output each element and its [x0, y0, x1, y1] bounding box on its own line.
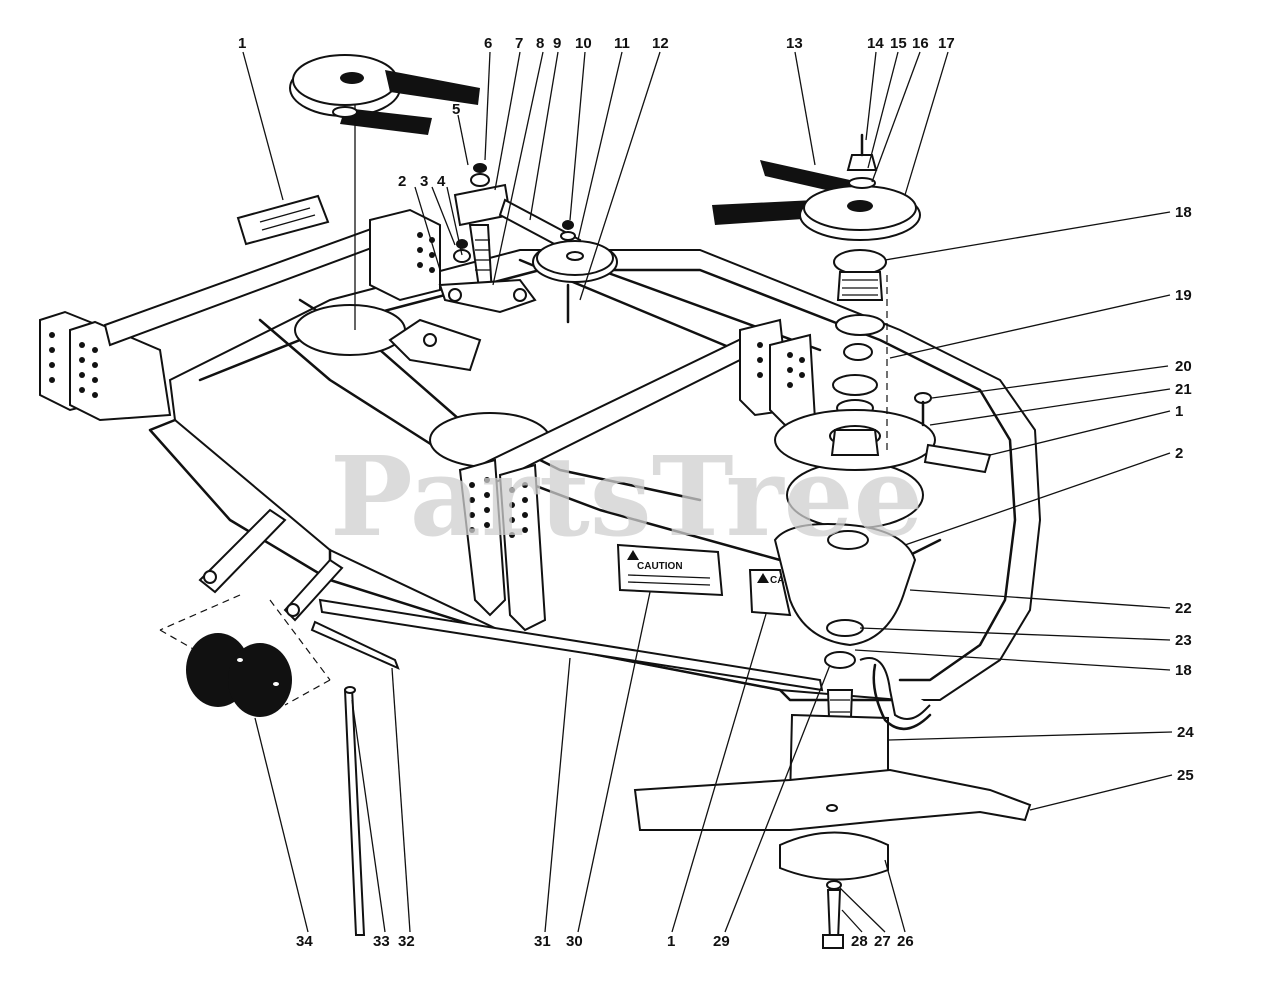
callout-1-top-left: 1	[238, 35, 246, 52]
callout-2-upper: 2	[398, 173, 406, 190]
callout-15: 15	[890, 35, 907, 52]
callout-17: 17	[938, 35, 955, 52]
callout-labels: 1 6 7 8 9 10 11 12 5 2 3 4 13 14 15 16 1…	[238, 35, 1194, 950]
callout-33: 33	[373, 933, 390, 950]
callout-2-right: 2	[1175, 445, 1183, 462]
caution-decal-upper	[236, 194, 330, 246]
callout-5: 5	[452, 101, 460, 118]
callout-32: 32	[398, 933, 415, 950]
callout-8: 8	[536, 35, 544, 52]
callout-22: 22	[1175, 600, 1192, 617]
callout-23: 23	[1175, 632, 1192, 649]
callout-13: 13	[786, 35, 803, 52]
right-spindle-assembly	[633, 133, 1032, 949]
callout-25: 25	[1177, 767, 1194, 784]
callout-16: 16	[912, 35, 929, 52]
callout-12: 12	[652, 35, 669, 52]
leader-lines	[242, 51, 1173, 933]
callout-27: 27	[874, 933, 891, 950]
front-cross-bar	[103, 208, 441, 347]
caution-decal-right	[923, 443, 992, 474]
callout-6: 6	[484, 35, 492, 52]
caution-decal-front-right	[748, 569, 792, 617]
deck-mount-plate	[388, 318, 482, 372]
callout-18-lower: 18	[1175, 662, 1192, 679]
decal-caution-text-2: CA	[770, 575, 784, 586]
callout-24: 24	[1177, 724, 1194, 741]
callout-21: 21	[1175, 381, 1192, 398]
watermark: PartsTree	[330, 432, 924, 561]
callout-20: 20	[1175, 358, 1192, 375]
callout-10: 10	[575, 35, 592, 52]
drive-pulley-left	[289, 54, 480, 330]
callout-3: 3	[420, 173, 428, 190]
callout-1-right: 1	[1175, 403, 1183, 420]
decal-caution-text-1: CAUTION	[637, 561, 683, 572]
callout-9: 9	[553, 35, 561, 52]
callout-1-bottom: 1	[667, 933, 675, 950]
callout-29: 29	[713, 933, 730, 950]
callout-14: 14	[867, 35, 884, 52]
callout-18-upper: 18	[1175, 204, 1192, 221]
idler-arm-assembly	[438, 163, 618, 324]
caution-decal-front-left	[616, 543, 724, 597]
callout-19: 19	[1175, 287, 1192, 304]
rear-cross-bar	[458, 318, 817, 632]
callout-4: 4	[437, 173, 446, 190]
callout-7: 7	[515, 35, 523, 52]
front-hanger-bracket-left	[39, 310, 172, 422]
callout-26: 26	[897, 933, 914, 950]
gauge-wheel-assembly	[159, 508, 824, 936]
callout-28: 28	[851, 933, 868, 950]
callout-31: 31	[534, 933, 551, 950]
callout-34: 34	[296, 933, 313, 950]
callout-30: 30	[566, 933, 583, 950]
callout-11: 11	[614, 35, 630, 52]
